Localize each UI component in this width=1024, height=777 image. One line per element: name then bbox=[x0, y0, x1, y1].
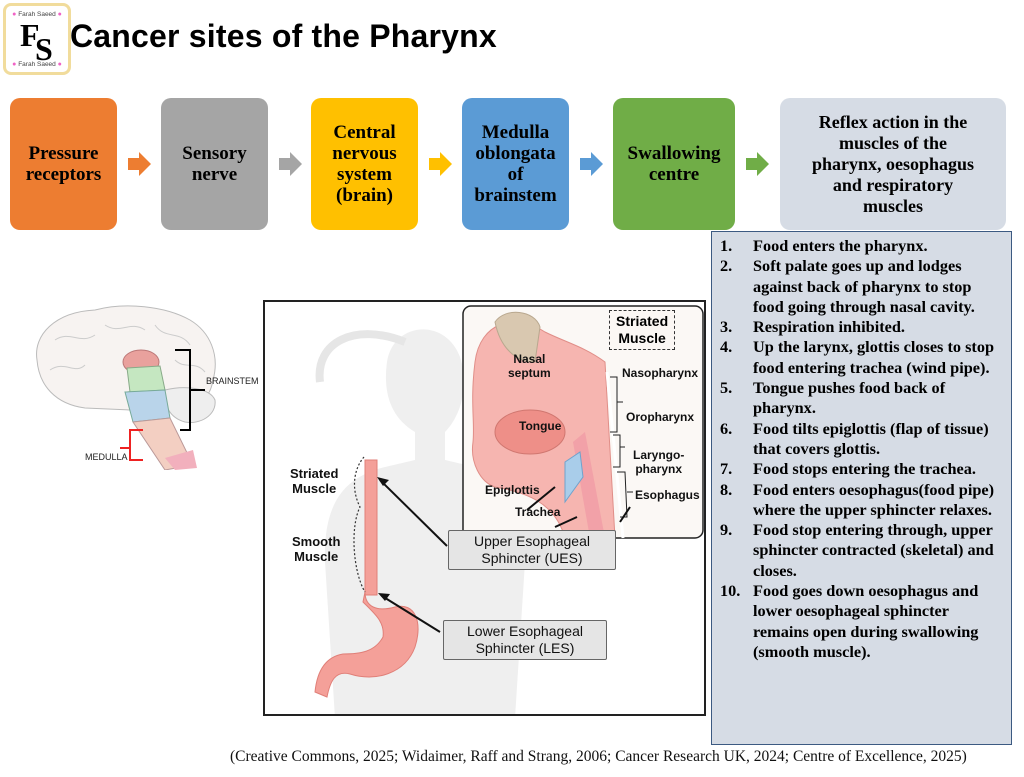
swallowing-step: 1. Food enters the pharynx. bbox=[718, 236, 1005, 256]
flow-step-pressure-receptors: Pressure receptors bbox=[10, 98, 117, 230]
brainstem-label: BRAINSTEM bbox=[206, 376, 259, 386]
step-number: 5. bbox=[720, 378, 733, 398]
swallowing-step: 5. Tongue pushes food back of pharynx. bbox=[718, 378, 1005, 419]
flow-step-sensory-nerve: Sensory nerve bbox=[161, 98, 268, 230]
flow-step-reflex-action: Reflex action in the muscles of the phar… bbox=[780, 98, 1006, 230]
flow-arrow-right-icon bbox=[128, 152, 151, 176]
swallowing-step: 7. Food stops entering the trachea. bbox=[718, 459, 1005, 479]
step-number: 1. bbox=[720, 236, 733, 255]
step-text: Food stop entering through, upper sphinc… bbox=[753, 520, 994, 580]
step-number: 9. bbox=[720, 520, 733, 540]
flow-arrow-right-icon bbox=[429, 152, 452, 176]
ues-callout: Upper Esophageal Sphincter (UES) bbox=[448, 530, 616, 570]
citation: (Creative Commons, 2025; Widaimer, Raff … bbox=[230, 748, 967, 765]
step-text: Food enters oesophagus(food pipe) where … bbox=[753, 479, 995, 519]
step-text: Tongue pushes food back of pharynx. bbox=[753, 378, 946, 418]
medulla-label: MEDULLA bbox=[85, 452, 128, 462]
step-number: 7. bbox=[720, 459, 733, 479]
flow-arrow-right-icon bbox=[279, 152, 302, 176]
logo-letter-f: F bbox=[20, 17, 40, 53]
flow-arrow-right-icon bbox=[746, 152, 769, 176]
inset-striated-muscle-label: Striated Muscle bbox=[609, 310, 676, 350]
step-number: 6. bbox=[720, 418, 733, 438]
swallowing-step: 4. Up the larynx, glottis closes to stop … bbox=[718, 337, 1005, 378]
esophagus-label: Esophagus bbox=[635, 488, 700, 502]
smooth-muscle-label: Smooth Muscle bbox=[292, 534, 341, 564]
logo-monogram: F S bbox=[18, 17, 62, 67]
nasopharynx-label: Nasopharynx bbox=[622, 366, 699, 380]
flow-step-medulla: Medulla oblongata of brainstem bbox=[462, 98, 569, 230]
nasal-septum-label: Nasal septum bbox=[508, 352, 551, 380]
step-number: 2. bbox=[720, 256, 733, 276]
flow-step-cns: Central nervous system (brain) bbox=[311, 98, 418, 230]
brain-illustration: BRAINSTEM MEDULLA bbox=[25, 300, 265, 471]
step-number: 4. bbox=[720, 337, 733, 357]
epiglottis-label: Epiglottis bbox=[485, 483, 540, 497]
page-title: Cancer sites of the Pharynx bbox=[70, 18, 497, 54]
body-drawing bbox=[314, 305, 704, 714]
logo: ● Farah Saeed ● F S ● Farah Saeed ● bbox=[3, 3, 71, 75]
brain-drawing bbox=[36, 305, 216, 471]
step-number: 3. bbox=[720, 317, 733, 337]
step-text: Soft palate goes up and lodges against b… bbox=[753, 256, 975, 316]
step-number: 8. bbox=[720, 479, 733, 499]
step-text: Respiration inhibited. bbox=[753, 317, 905, 337]
laryngopharynx-label: Laryngo- pharynx bbox=[633, 448, 685, 476]
swallowing-step: 9. Food stop entering through, upper sphi… bbox=[718, 520, 1005, 581]
logo-top-text: ● Farah Saeed ● bbox=[12, 11, 62, 18]
step-text: Food stops entering the trachea. bbox=[753, 459, 976, 479]
swallowing-step: 8. Food enters oesophagus(food pipe) wher… bbox=[718, 480, 1005, 521]
pharynx-diagram: Striated Muscle Smooth Muscle Striated M… bbox=[263, 300, 706, 716]
oropharynx-label: Oropharynx bbox=[626, 410, 695, 424]
swallowing-step: 2. Soft palate goes up and lodges against… bbox=[718, 256, 1005, 317]
swallowing-steps-list: 1. Food enters the pharynx. 2. Soft palate … bbox=[718, 236, 1005, 662]
swallowing-step: 6. Food tilts epiglottis (flap of tissue)… bbox=[718, 419, 1005, 460]
step-text: Up the larynx, glottis closes to stop fo… bbox=[753, 337, 995, 377]
step-text: Food enters the pharynx. bbox=[753, 236, 928, 255]
tongue-label: Tongue bbox=[519, 419, 562, 433]
swallowing-step: 3. Respiration inhibited. bbox=[718, 317, 1005, 337]
step-text: Food tilts epiglottis (flap of tissue) t… bbox=[753, 418, 989, 458]
step-text: Food goes down oesophagus and lower oeso… bbox=[753, 581, 979, 661]
swallowing-steps-box: 1. Food enters the pharynx. 2. Soft palate … bbox=[711, 231, 1012, 745]
trachea-label: Trachea bbox=[515, 505, 561, 519]
logo-bottom-text: ● Farah Saeed ● bbox=[12, 61, 62, 68]
flow-arrow-right-icon bbox=[580, 152, 603, 176]
striated-muscle-label: Striated Muscle bbox=[290, 466, 339, 496]
flow-step-swallowing-centre: Swallowing centre bbox=[613, 98, 735, 230]
swallowing-step: 10. Food goes down oesophagus and lower o… bbox=[718, 581, 1005, 662]
les-callout: Lower Esophageal Sphincter (LES) bbox=[443, 620, 607, 660]
step-number: 10. bbox=[720, 581, 741, 601]
logo-letter-s: S bbox=[35, 31, 53, 67]
